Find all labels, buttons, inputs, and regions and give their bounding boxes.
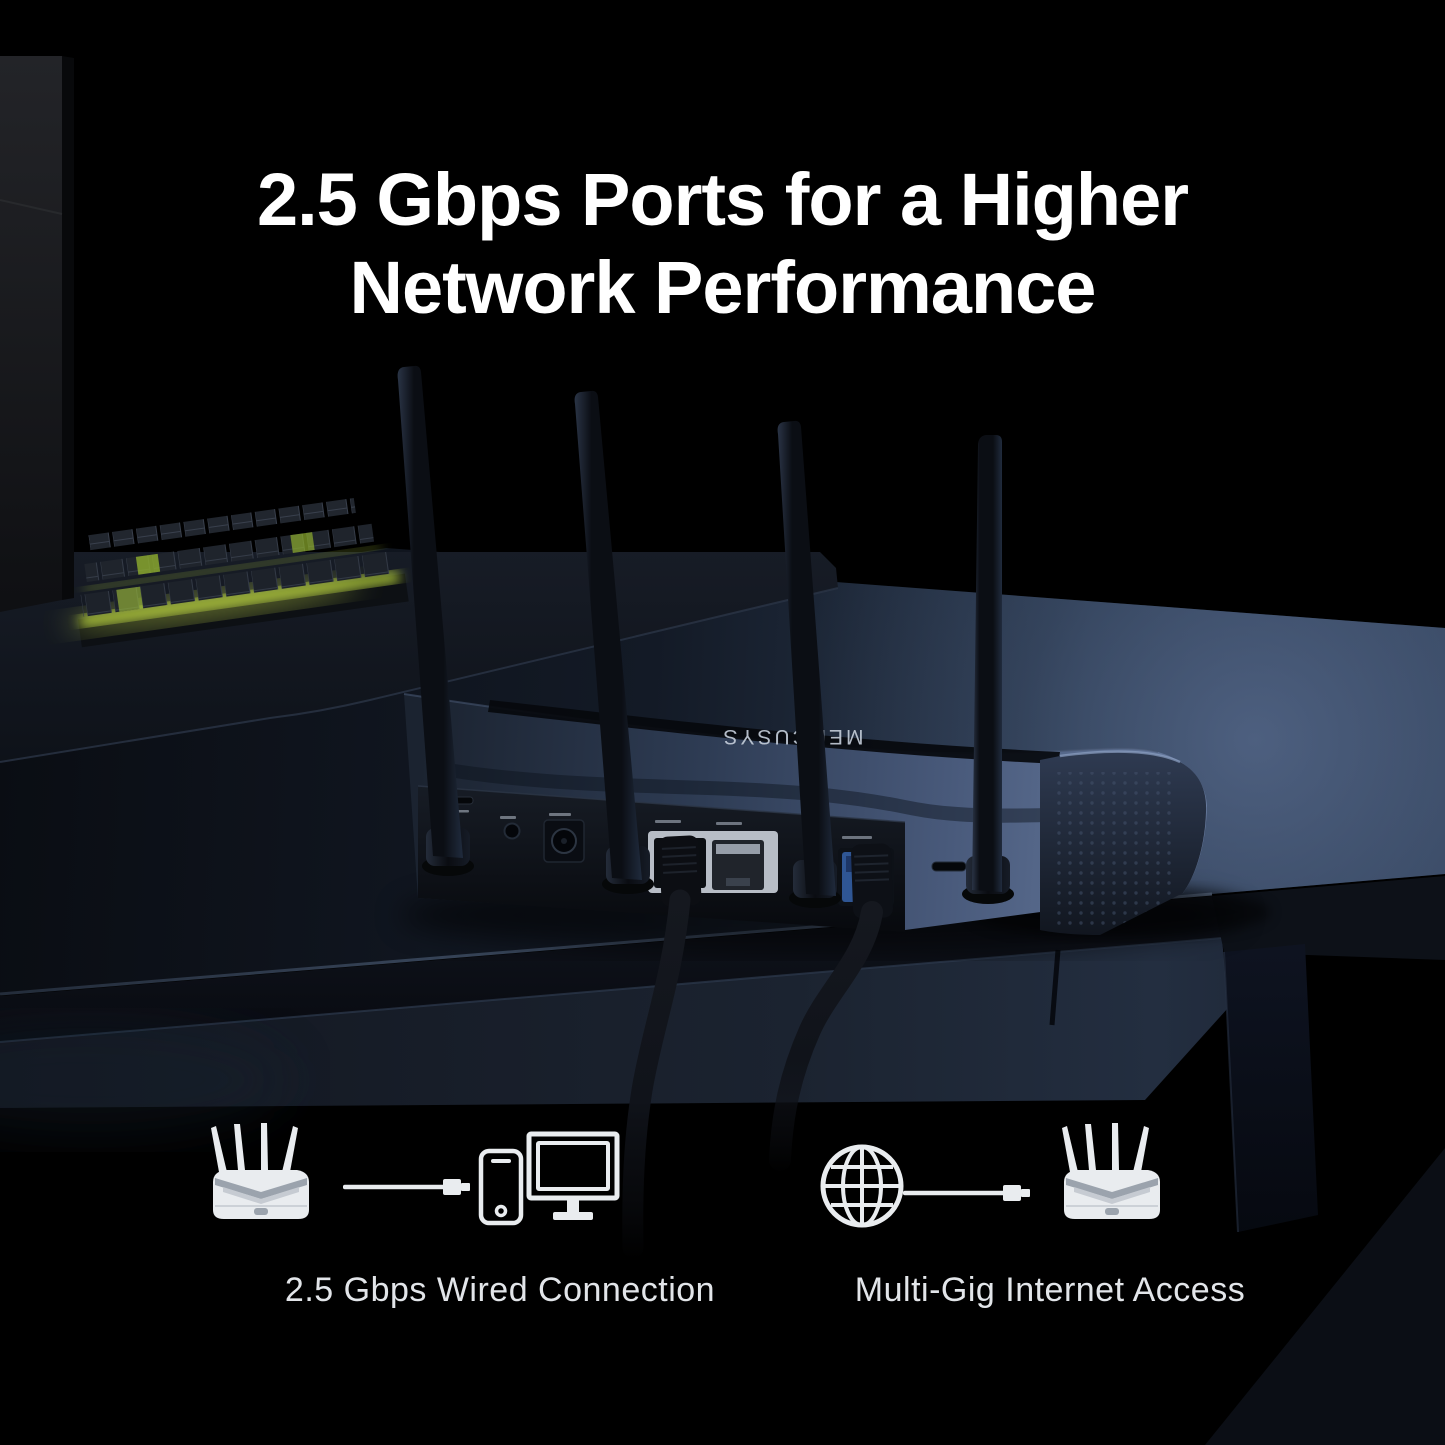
monitor-slab-edge <box>62 56 74 600</box>
router-end-cap-rim <box>1059 750 1181 764</box>
desk-shelf-band <box>0 938 1228 1108</box>
router-brand-logo: MERCUSYS <box>720 725 863 748</box>
ethernet-cable-right <box>769 901 883 1171</box>
monitor-slab-crease <box>0 199 63 215</box>
cable-boot-left <box>658 835 702 907</box>
feature-wired-label: 2.5 Gbps Wired Connection <box>284 1271 716 1309</box>
headline: 2.5 Gbps Ports for a Higher Network Perf… <box>0 156 1445 332</box>
antenna-1 <box>397 365 463 858</box>
power-port <box>543 819 585 863</box>
ethernet-cable-icon <box>903 1185 1030 1201</box>
router-vents <box>1052 772 1177 927</box>
antenna-3 <box>777 420 836 896</box>
desk-shelf-seam <box>1049 949 1061 1026</box>
ethernet-cable-icon <box>343 1179 470 1195</box>
globe-icon <box>820 1144 904 1228</box>
monitor-icon <box>526 1131 620 1220</box>
router-icon <box>1062 1123 1160 1219</box>
keyboard <box>64 497 409 648</box>
desk-shelf-edge <box>0 937 1223 1043</box>
headline-line-2: Network Performance <box>349 246 1097 329</box>
headline-line-1: 2.5 Gbps Ports for a Higher <box>256 158 1189 241</box>
desk-leg <box>1224 944 1318 1232</box>
floor-glow <box>0 1020 290 1140</box>
router-logo-bar <box>488 700 1060 764</box>
feature-wired: 2.5 Gbps Wired Connection <box>200 1112 800 1312</box>
feature-internet-label: Multi-Gig Internet Access <box>854 1271 1246 1309</box>
phone-icon <box>478 1148 524 1226</box>
desk-riser-edge <box>0 587 839 763</box>
floor-shadow <box>1205 1148 1445 1445</box>
reset-button <box>503 822 521 840</box>
antenna-2 <box>574 390 642 880</box>
desk-leg-edge <box>1223 951 1239 1233</box>
ethernet-cable-left <box>622 889 691 1259</box>
cable-boot-right <box>851 843 894 919</box>
desk-side-face <box>1212 876 1445 960</box>
feature-internet: Multi-Gig Internet Access <box>760 1112 1340 1312</box>
router-icon <box>211 1123 309 1219</box>
usb-slot <box>931 861 967 872</box>
antenna-4 <box>972 435 1002 892</box>
monitor-slab <box>0 56 62 612</box>
